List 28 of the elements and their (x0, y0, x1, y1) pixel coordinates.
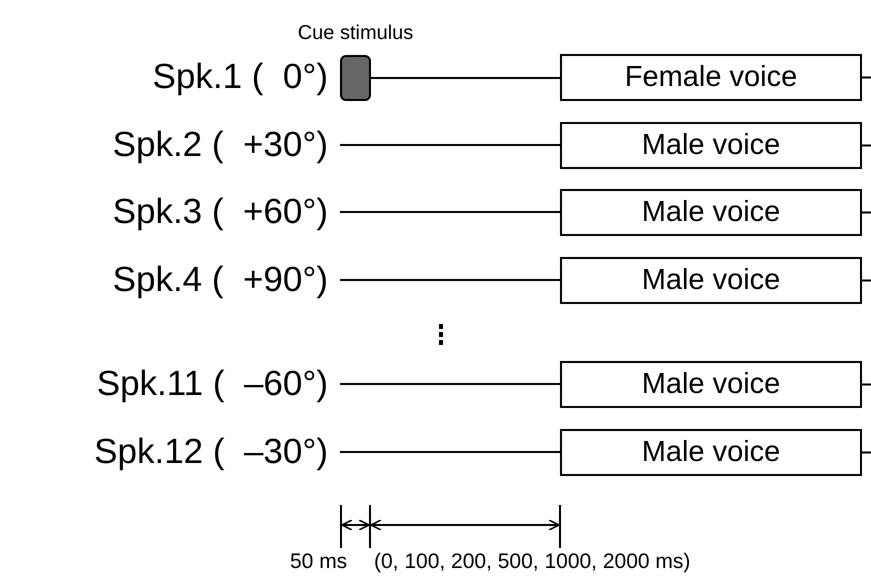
duration-label: 50 ms (290, 550, 348, 574)
timeline-line (862, 144, 871, 146)
timeline-line (340, 451, 560, 453)
voice-box: Male voice (560, 429, 862, 476)
timeline-line (862, 280, 871, 282)
timeline-line (862, 384, 871, 386)
timeline-line (340, 144, 560, 146)
timeline-line (340, 383, 560, 385)
voice-box: Female voice (560, 54, 862, 101)
speaker-label: Spk.1 ( 0°) (0, 57, 328, 97)
timeline-line (862, 212, 871, 214)
timeline-line (340, 211, 560, 213)
speaker-label: Spk.4 ( +90°) (0, 260, 328, 300)
speaker-label: Spk.12 ( –30°) (0, 432, 328, 472)
voice-box: Male voice (560, 361, 862, 408)
cue-stimulus-box (340, 55, 371, 101)
voice-box: Male voice (560, 122, 862, 169)
speaker-label: Spk.2 ( +30°) (0, 125, 328, 165)
voice-box: Male voice (560, 189, 862, 236)
timeline-line (340, 279, 560, 281)
speaker-label: Spk.3 ( +60°) (0, 192, 328, 232)
speaker-label: Spk.11 ( –60°) (0, 364, 328, 404)
voice-box: Male voice (560, 257, 862, 304)
timeline-line (862, 452, 871, 454)
duration-label: (0, 100, 200, 500, 1000, 2000 ms) (374, 550, 690, 574)
timeline-line (862, 76, 871, 78)
cue-label: Cue stimulus (298, 22, 414, 45)
timeline-line (371, 77, 560, 79)
